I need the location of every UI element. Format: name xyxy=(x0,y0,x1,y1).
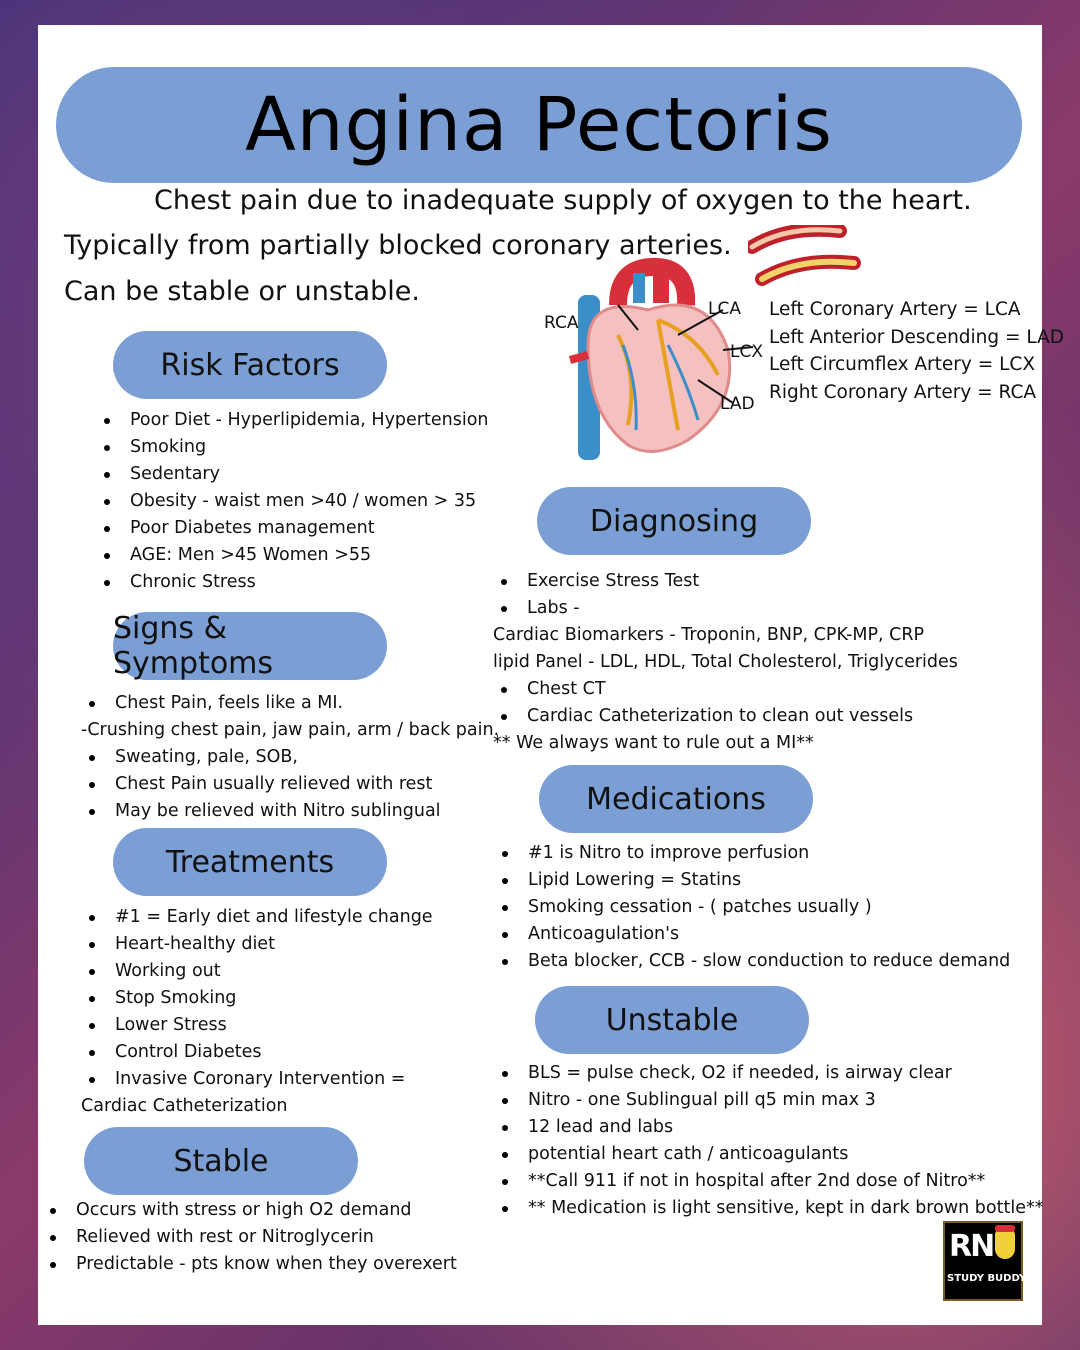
heart-illustration xyxy=(568,257,754,460)
list-item: Invasive Coronary Intervention = xyxy=(81,1066,433,1093)
list-note: Cardiac Catheterization xyxy=(81,1096,288,1116)
legend-item: Left Coronary Artery = LCA xyxy=(769,299,1021,320)
artery-illustration xyxy=(748,225,861,286)
list-item: Poor Diet - Hyperlipidemia, Hypertension xyxy=(96,407,489,434)
list-item: Working out xyxy=(81,958,433,985)
diagnosing-list: Exercise Stress Test Labs - Cardiac Biom… xyxy=(493,568,958,757)
list-item: Sedentary xyxy=(96,461,489,488)
list-item: ** Medication is light sensitive, kept i… xyxy=(494,1195,1043,1222)
list-item: Labs - xyxy=(493,595,958,622)
list-item: Exercise Stress Test xyxy=(493,568,958,595)
intro-line-2: Typically from partially blocked coronar… xyxy=(64,230,732,261)
list-item: Nitro - one Sublingual pill q5 min max 3 xyxy=(494,1087,1043,1114)
list-item: Anticoagulation's xyxy=(494,921,1010,948)
list-item: Lipid Lowering = Statins xyxy=(494,867,1010,894)
list-item: Control Diabetes xyxy=(81,1039,433,1066)
list-note: Cardiac Biomarkers - Troponin, BNP, CPK-… xyxy=(493,625,925,645)
legend-item: Left Anterior Descending = LAD xyxy=(769,326,1065,348)
list-item: Smoking cessation - ( patches usually ) xyxy=(494,894,1010,921)
label-lcx: LCX xyxy=(730,342,763,362)
label-lad: LAD xyxy=(720,394,755,414)
list-item: Lower Stress xyxy=(81,1012,433,1039)
intro-line-1: Chest pain due to inadequate supply of o… xyxy=(154,185,972,216)
logo-caption: STUDY BUDDY xyxy=(947,1273,1027,1284)
list-note: ** We always want to rule out a MI** xyxy=(493,733,814,753)
label-lca: LCA xyxy=(708,299,741,319)
list-item: Obesity - waist men >40 / women > 35 xyxy=(96,488,489,515)
intro-line-3: Can be stable or unstable. xyxy=(64,276,420,307)
signs-symptoms-list: Chest Pain, feels like a MI. -Crushing c… xyxy=(81,690,499,825)
stable-list: Occurs with stress or high O2 demand Rel… xyxy=(42,1197,457,1278)
risk-factors-list: Poor Diet - Hyperlipidemia, Hypertension… xyxy=(96,407,489,596)
list-item: Chest CT xyxy=(493,676,958,703)
list-item: Occurs with stress or high O2 demand xyxy=(42,1197,457,1224)
stable-heading: Stable xyxy=(84,1127,358,1195)
pencil-mascot-icon xyxy=(995,1229,1015,1259)
signs-symptoms-heading: Signs & Symptoms xyxy=(113,611,387,681)
list-item: Chronic Stress xyxy=(96,569,489,596)
medications-list: #1 is Nitro to improve perfusion Lipid L… xyxy=(494,840,1010,975)
title-banner: Angina Pectoris xyxy=(56,67,1022,183)
diagnosing-heading: Diagnosing xyxy=(537,487,811,555)
medications-heading: Medications xyxy=(539,765,813,833)
list-note: -Crushing chest pain, jaw pain, arm / ba… xyxy=(81,720,500,740)
artery-legend: Left Coronary Artery = LCA Left Anterior… xyxy=(769,296,1064,406)
eraser-icon xyxy=(995,1225,1015,1232)
list-item: 12 lead and labs xyxy=(494,1114,1043,1141)
list-item: #1 = Early diet and lifestyle change xyxy=(81,904,433,931)
list-note: lipid Panel - LDL, HDL, Total Cholestero… xyxy=(493,652,958,672)
list-item: Chest Pain usually relieved with rest xyxy=(81,771,499,798)
list-item: May be relieved with Nitro sublingual xyxy=(81,798,499,825)
treatments-list: #1 = Early diet and lifestyle change Hea… xyxy=(81,904,433,1120)
list-item: Poor Diabetes management xyxy=(96,515,489,542)
unstable-list: BLS = pulse check, O2 if needed, is airw… xyxy=(494,1060,1043,1222)
list-item: Heart-healthy diet xyxy=(81,931,433,958)
list-item: Relieved with rest or Nitroglycerin xyxy=(42,1224,457,1251)
risk-factors-heading: Risk Factors xyxy=(113,331,387,399)
unstable-heading: Unstable xyxy=(535,986,809,1054)
list-item: Stop Smoking xyxy=(81,985,433,1012)
page-title: Angina Pectoris xyxy=(245,82,833,168)
list-item: Beta blocker, CCB - slow conduction to r… xyxy=(494,948,1010,975)
list-item: AGE: Men >45 Women >55 xyxy=(96,542,489,569)
list-item: Cardiac Catheterization to clean out ves… xyxy=(493,703,958,730)
list-item: Sweating, pale, SOB, xyxy=(81,744,499,771)
list-item: #1 is Nitro to improve perfusion xyxy=(494,840,1010,867)
list-item: Predictable - pts know when they overexe… xyxy=(42,1251,457,1278)
list-item: Smoking xyxy=(96,434,489,461)
treatments-heading: Treatments xyxy=(113,828,387,896)
list-item: **Call 911 if not in hospital after 2nd … xyxy=(494,1168,1043,1195)
list-item: Chest Pain, feels like a MI. xyxy=(81,690,499,717)
list-item: potential heart cath / anticoagulants xyxy=(494,1141,1043,1168)
rn-study-buddy-logo: RN STUDY BUDDY xyxy=(943,1221,1027,1301)
legend-item: Left Circumflex Artery = LCX xyxy=(769,354,1036,375)
label-rca: RCA xyxy=(544,313,579,333)
logo-rn-text: RN xyxy=(949,1229,995,1264)
list-item: BLS = pulse check, O2 if needed, is airw… xyxy=(494,1060,1043,1087)
legend-item: Right Coronary Artery = RCA xyxy=(769,381,1037,403)
infographic-card: Angina Pectoris Chest pain due to inadeq… xyxy=(38,25,1064,1325)
